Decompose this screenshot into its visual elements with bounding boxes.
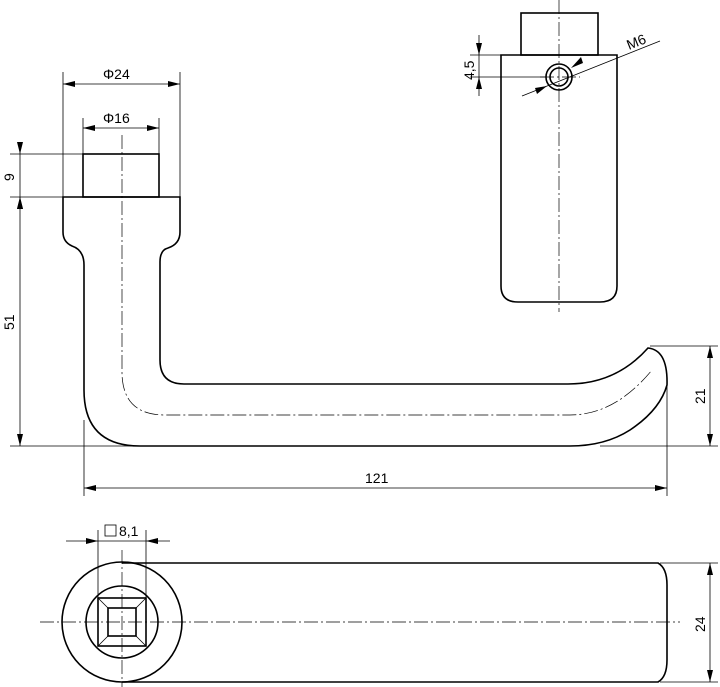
- side-body-outline: [500, 54, 618, 303]
- label-screw-offset: 4,5: [461, 60, 477, 80]
- side-spindle: [520, 12, 599, 56]
- dim-handle-length: 121: [83, 385, 668, 496]
- label-grip-height: 21: [692, 388, 708, 404]
- spindle-collar: [82, 153, 160, 198]
- label-handle-length: 121: [365, 470, 389, 486]
- handle-outline: [62, 196, 668, 447]
- dim-handle-height: 51: [1, 197, 140, 447]
- screw-hole-inner: [549, 67, 569, 87]
- handle-centerline: [121, 135, 653, 416]
- label-rosette-diameter: Φ24: [103, 66, 130, 82]
- label-collar-height: 9: [1, 173, 17, 181]
- front-view: [62, 135, 668, 447]
- label-square-size: 8,1: [119, 523, 139, 539]
- dim-bottom-width: 24: [660, 562, 718, 683]
- dim-square-size: 8,1: [66, 523, 170, 598]
- dim-screw-thread: M6: [521, 31, 661, 97]
- dim-screw-offset: 4,5: [461, 35, 546, 96]
- bottom-view: [40, 550, 680, 687]
- dim-rosette-diameter: Φ24: [62, 66, 181, 197]
- square-symbol-icon: [104, 524, 117, 537]
- label-spindle-diameter: Φ16: [103, 110, 130, 126]
- label-handle-height: 51: [1, 314, 17, 330]
- bottom-body-outline: [122, 562, 668, 683]
- label-bottom-width: 24: [692, 616, 708, 632]
- label-screw-thread: M6: [624, 31, 648, 53]
- dim-grip-height: 21: [600, 345, 718, 447]
- side-view: [500, 0, 618, 312]
- dim-spindle-diameter: Φ16: [82, 110, 160, 154]
- dim-collar-height: 9: [1, 142, 83, 209]
